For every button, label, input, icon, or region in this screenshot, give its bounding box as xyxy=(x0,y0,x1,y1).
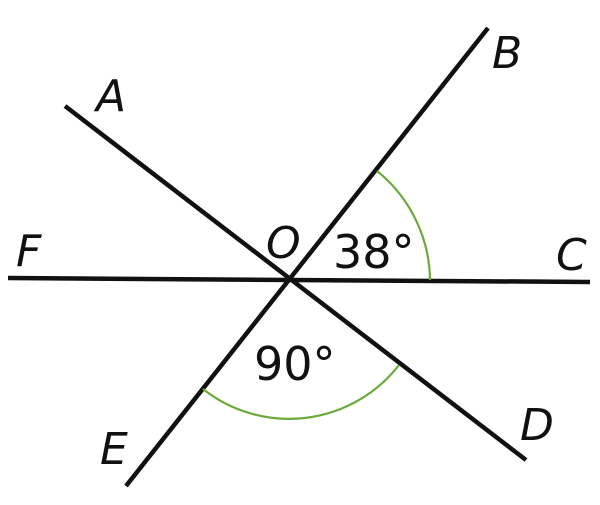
line-ad xyxy=(63,104,528,462)
point-label-e: E xyxy=(100,424,128,475)
angle-label-boc: 38° xyxy=(333,225,415,279)
point-label-b: B xyxy=(492,28,522,79)
point-label-c: C xyxy=(556,230,587,281)
point-label-o: O xyxy=(266,218,301,269)
line-be xyxy=(124,26,490,488)
angle-arc-eod xyxy=(202,364,400,420)
angle-label-eod: 90° xyxy=(254,337,336,391)
angle-arc-boc xyxy=(376,170,432,281)
point-label-f: F xyxy=(16,226,42,277)
line-fc xyxy=(7,275,591,285)
point-label-a: A xyxy=(93,71,126,122)
point-label-d: D xyxy=(520,400,554,451)
